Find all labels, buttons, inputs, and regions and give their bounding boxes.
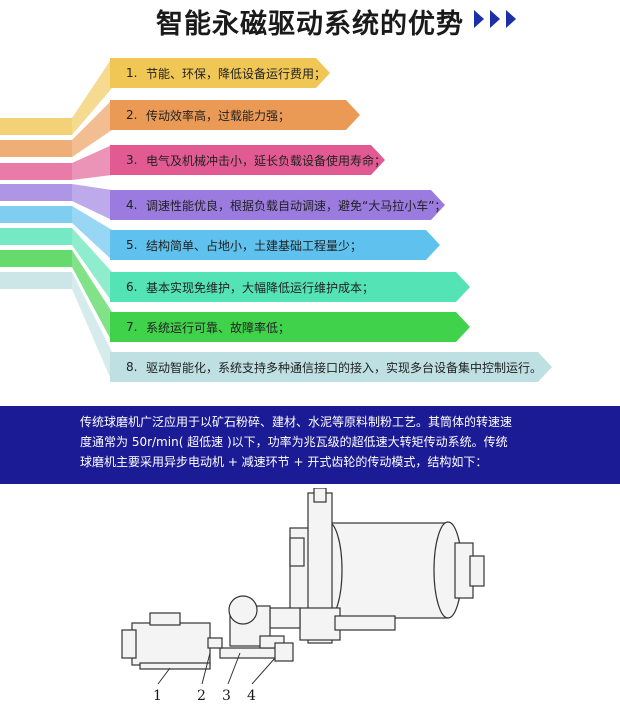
advantage-arrow-2 — [0, 100, 360, 157]
triple-chevron-icon — [474, 10, 516, 28]
ball-mill-drawing — [121, 488, 485, 685]
advantage-item-1: 1.节能、环保，降低设备运行费用； — [126, 66, 327, 81]
advantage-arrow-1 — [0, 58, 330, 135]
advantage-item-6: 6.基本实现免维护，大幅降低运行维护成本； — [126, 280, 375, 295]
motor-terminal-box — [149, 612, 181, 626]
advantage-arrow-8 — [0, 272, 552, 382]
advantage-arrow-7 — [0, 250, 470, 342]
callout-2: 2 — [197, 688, 206, 704]
advantage-arrow-4 — [0, 184, 445, 220]
right-bearing — [469, 555, 485, 587]
callout-1: 1 — [153, 688, 162, 704]
gear-top — [313, 488, 327, 503]
description-line-2: 度通常为 50r/min( 超低速 )以下，功率为兆瓦级的超低速大转矩传动系统。… — [80, 435, 508, 449]
advantage-item-2: 2.传动效率高，过载能力强； — [126, 108, 291, 123]
pinion-shaft — [334, 615, 396, 631]
bearing-block — [274, 642, 294, 662]
advantage-item-7: 7.系统运行可靠、故障率低； — [126, 320, 291, 335]
advantage-arrow-3 — [0, 145, 385, 180]
description-line-1: 传统球磨机广泛应用于以矿石粉碎、建材、水泥等原料制粉工艺。其筒体的转速速 — [80, 415, 513, 429]
advantage-arrow-5 — [0, 206, 440, 260]
coupling — [269, 607, 301, 629]
callout-3: 3 — [222, 688, 231, 704]
callout-4: 4 — [247, 688, 256, 704]
reducer-top — [228, 595, 258, 625]
advantage-item-5: 5.结构简单、占地小，土建基础工程量少； — [126, 238, 363, 253]
header: 智能永磁驱动系统的优势 — [0, 0, 620, 46]
advantage-ribbons — [0, 58, 552, 382]
motor-shaft — [207, 637, 223, 649]
advantage-arrow-6 — [0, 228, 470, 302]
motor-body — [131, 622, 211, 666]
description-line-3: 球磨机主要采用异步电动机 + 减速环节 + 开式齿轮的传动模式，结构如下： — [80, 455, 488, 469]
description-band: 传统球磨机广泛应用于以矿石粉碎、建材、水泥等原料制粉工艺。其筒体的转速速 度通常… — [0, 406, 620, 484]
motor-base — [139, 662, 211, 670]
page-title: 智能永磁驱动系统的优势 — [156, 9, 464, 40]
reducer-base — [219, 647, 277, 659]
advantage-item-8: 8.驱动智能化，系统支持多种通信接口的接入，实现多台设备集中控制运行。 — [126, 360, 543, 375]
left-trunnion — [289, 537, 305, 567]
motor-fan-cover — [121, 629, 137, 659]
mill-drum — [327, 522, 449, 619]
pinion-housing — [299, 607, 341, 641]
advantage-item-4: 4.调速性能优良，根据负载自动调速，避免“大马拉小车”； — [126, 198, 447, 213]
advantage-item-3: 3.电气及机械冲击小，延长负载设备使用寿命； — [126, 153, 387, 168]
